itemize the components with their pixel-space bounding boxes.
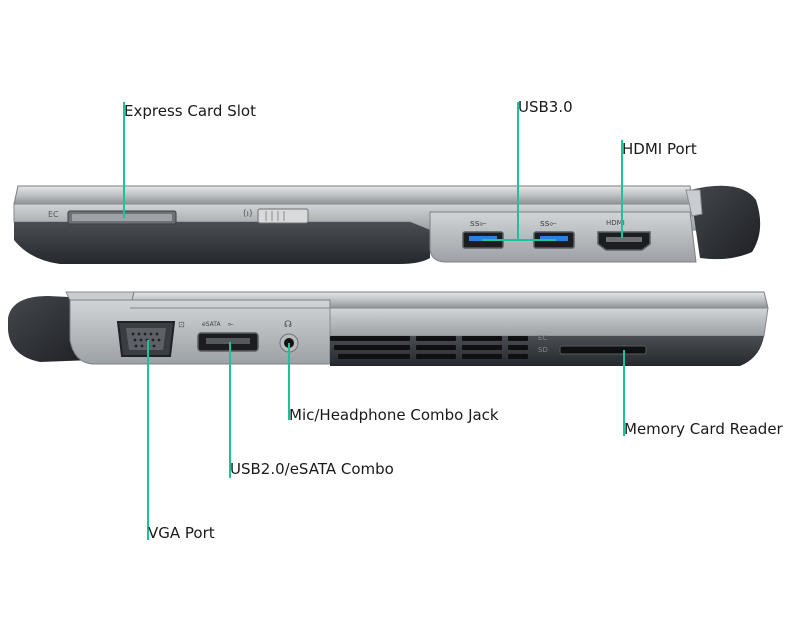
label-usb3: USB3.0 [518, 98, 573, 116]
hinge-cap [685, 189, 703, 217]
laptop-left-side-view: EC (ı) ss⟜ ss⟜ HDMI [13, 185, 761, 264]
label-memory-card-reader: Memory Card Reader [624, 420, 783, 438]
usb-symbol-icon-1: ss⟜ [470, 219, 487, 229]
label-usb2-esata: USB2.0/eSATA Combo [230, 460, 394, 478]
ec-mark-2: EC [538, 334, 547, 342]
headset-icon: ☊ [284, 320, 292, 330]
label-express-card-slot: Express Card Slot [124, 102, 256, 120]
leader-lines [123, 102, 625, 540]
label-mic-headphone: Mic/Headphone Combo Jack [289, 406, 499, 424]
hinge-cap [65, 291, 137, 301]
usb-symbol-icon-3: ⟜ [228, 320, 234, 328]
usb3-port-2-tongue [540, 236, 568, 241]
label-hdmi-port: HDMI Port [622, 140, 697, 158]
laptop-right-side-view: ⊡ eSATA ⟜ ☊ [8, 291, 769, 366]
hdmi-mark: HDMI [606, 219, 625, 227]
memory-card-slot [559, 345, 647, 355]
vga-port-inner [126, 328, 166, 350]
wireless-switch [257, 208, 309, 224]
wireless-antenna-icon: (ı) [243, 209, 253, 219]
lid-edge [13, 185, 694, 205]
usb3-port-1-tongue [469, 236, 497, 241]
vga-monitor-icon: ⊡ [178, 320, 185, 329]
usb-esata-port-tongue [206, 338, 250, 344]
air-vent [330, 336, 528, 359]
hinge [690, 185, 761, 260]
esata-mark: eSATA [202, 321, 221, 328]
label-vga-port: VGA Port [148, 524, 215, 542]
usb-symbol-icon-2: ss⟜ [540, 219, 557, 229]
hdmi-port-pins [606, 237, 642, 242]
express-card-slot-cover [72, 214, 172, 221]
ec-mark: EC [48, 210, 59, 219]
body-dark-base [14, 222, 430, 264]
left-port-panel [69, 299, 331, 365]
sd-mark: SD [538, 346, 548, 354]
